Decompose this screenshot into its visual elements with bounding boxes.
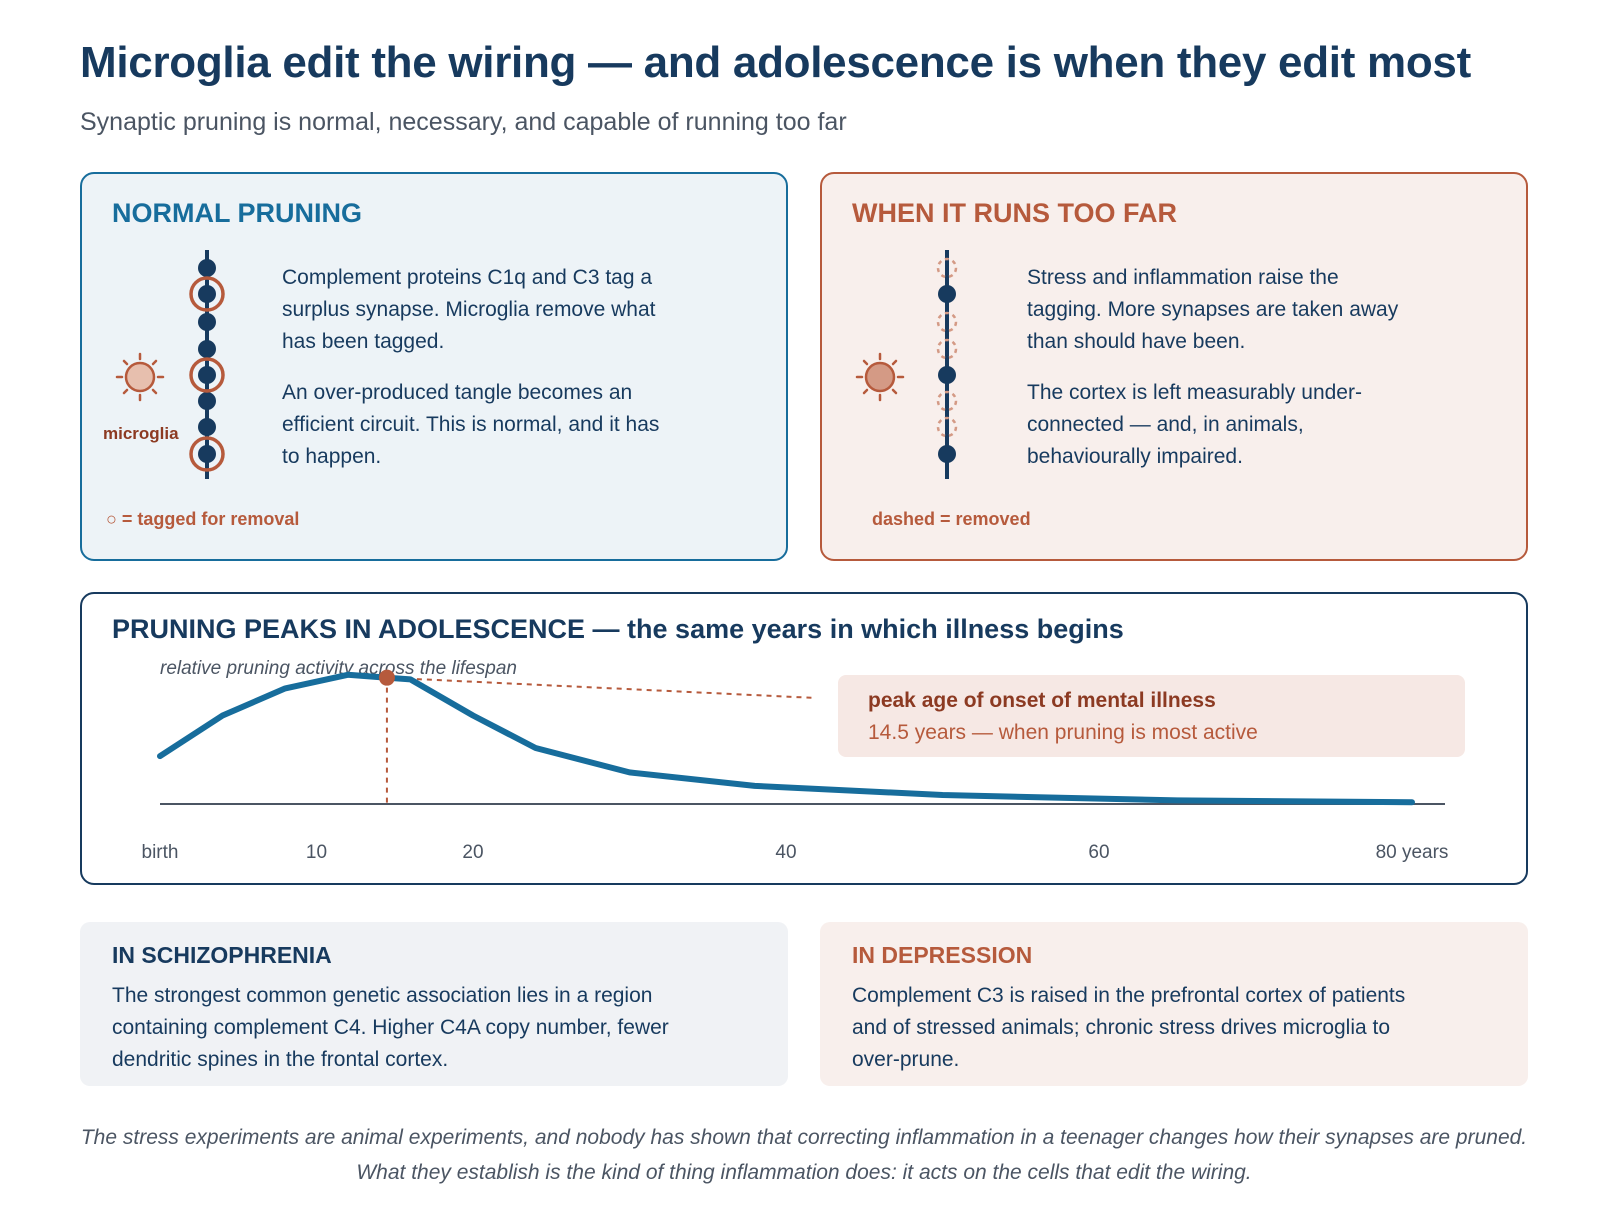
x-tick-label: 20 — [462, 842, 484, 863]
remaining-synapse-icon — [938, 285, 956, 463]
runs-too-far-heading: WHEN IT RUNS TOO FAR — [852, 198, 1178, 228]
onset-connector-line — [386, 676, 817, 699]
x-tick-label: 60 — [1088, 842, 1110, 863]
far-paragraph-1: Stress and inflammation raise the taggin… — [1027, 266, 1399, 353]
microglia-label: microglia — [103, 424, 179, 443]
runs-too-far-panel: WHEN IT RUNS TOO FAR — [820, 172, 1528, 561]
schizophrenia-box: IN SCHIZOPHRENIA The strongest common ge… — [80, 922, 788, 1086]
far-paragraph-2: The cortex is left measurably under-conn… — [1027, 381, 1362, 468]
onset-callout: peak age of onset of mental illness 14.5… — [838, 675, 1465, 757]
normal-pruning-panel: NORMAL PRUNING — [80, 172, 788, 561]
x-tick-label: 10 — [305, 842, 328, 863]
depression-box: IN DEPRESSION Complement C3 is raised in… — [820, 922, 1528, 1086]
tagged-legend: ○ = tagged for removal — [106, 509, 300, 529]
chart-caption: relative pruning activity across the lif… — [160, 658, 517, 679]
normal-pruning-heading: NORMAL PRUNING — [112, 198, 363, 228]
onset-peak-dot — [378, 669, 395, 686]
pruning-chart-panel: PRUNING PEAKS IN ADOLESCENCE — the same … — [80, 592, 1528, 885]
normal-paragraph-1: Complement proteins C1q and C3 tag a sur… — [282, 266, 656, 353]
depression-text: Complement C3 is raised in the prefronta… — [852, 984, 1406, 1071]
schizophrenia-heading: IN SCHIZOPHRENIA — [112, 942, 332, 968]
normal-pruning-text: Complement proteins C1q and C3 tag a sur… — [282, 262, 662, 473]
normal-pruning-diagram — [115, 250, 225, 479]
removed-legend: dashed = removed — [872, 509, 1031, 529]
pruning-line-chart — [157, 669, 1445, 806]
schizophrenia-text: The strongest common genetic association… — [112, 984, 669, 1071]
depression-heading: IN DEPRESSION — [852, 942, 1033, 968]
chart-heading: PRUNING PEAKS IN ADOLESCENCE — the same … — [112, 614, 1124, 644]
x-tick-label: 80 years — [1375, 842, 1449, 863]
normal-paragraph-2: An over-produced tangle becomes an effic… — [282, 381, 660, 468]
page-title: Microglia edit the wiring — and adolesce… — [80, 38, 1471, 87]
footnote: The stress experiments are animal experi… — [80, 1126, 1528, 1184]
page-subtitle: Synaptic pruning is normal, necessary, a… — [80, 108, 847, 136]
x-tick-label: 40 — [775, 842, 797, 863]
pruning-series-line — [157, 671, 1415, 806]
callout-title: peak age of onset of mental illness — [868, 689, 1216, 712]
callout-subtitle: 14.5 years — when pruning is most active — [868, 721, 1258, 744]
tag-ring-icon — [189, 276, 225, 472]
over-pruning-diagram — [855, 250, 958, 479]
removed-synapse-icon — [936, 257, 958, 438]
microglia-icon — [855, 352, 905, 402]
x-tick-label: birth — [141, 842, 179, 863]
microglia-icon — [115, 352, 165, 402]
runs-too-far-text: Stress and inflammation raise the taggin… — [1027, 262, 1407, 473]
synapse-column — [198, 259, 216, 463]
